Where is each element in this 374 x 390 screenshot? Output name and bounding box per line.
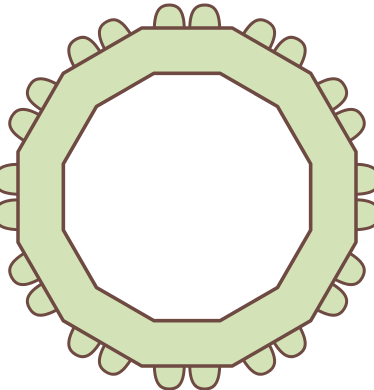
ring-center: [63, 73, 310, 320]
